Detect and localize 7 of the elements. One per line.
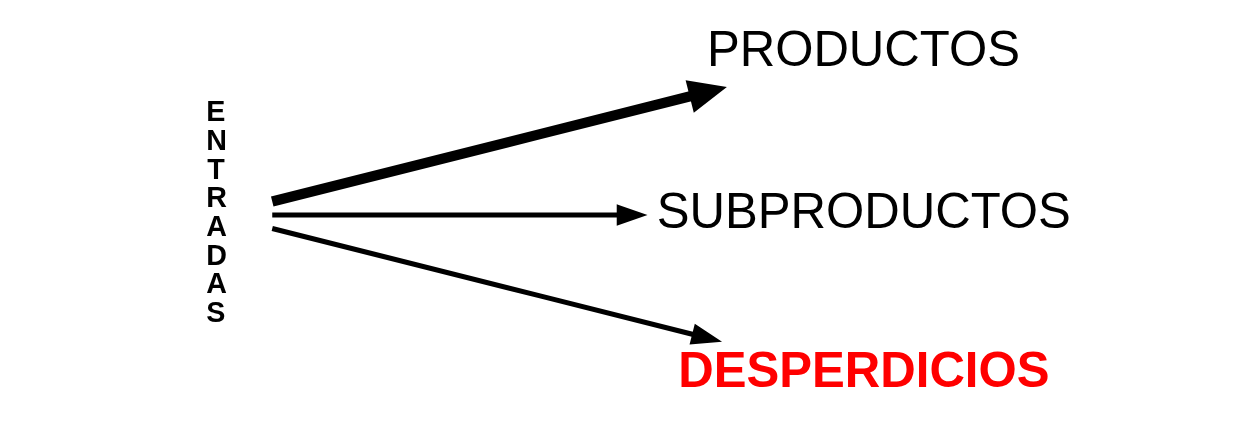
node-text: DESPERDICIOS bbox=[677, 343, 1050, 398]
arrow bbox=[270, 80, 727, 207]
arrow bbox=[271, 226, 722, 345]
node-text: SUBPRODUCTOS bbox=[656, 183, 1071, 238]
arrow bbox=[271, 204, 647, 226]
node-text: ENTRADAS bbox=[205, 95, 227, 328]
node-text: PRODUCTOS bbox=[706, 21, 1020, 76]
